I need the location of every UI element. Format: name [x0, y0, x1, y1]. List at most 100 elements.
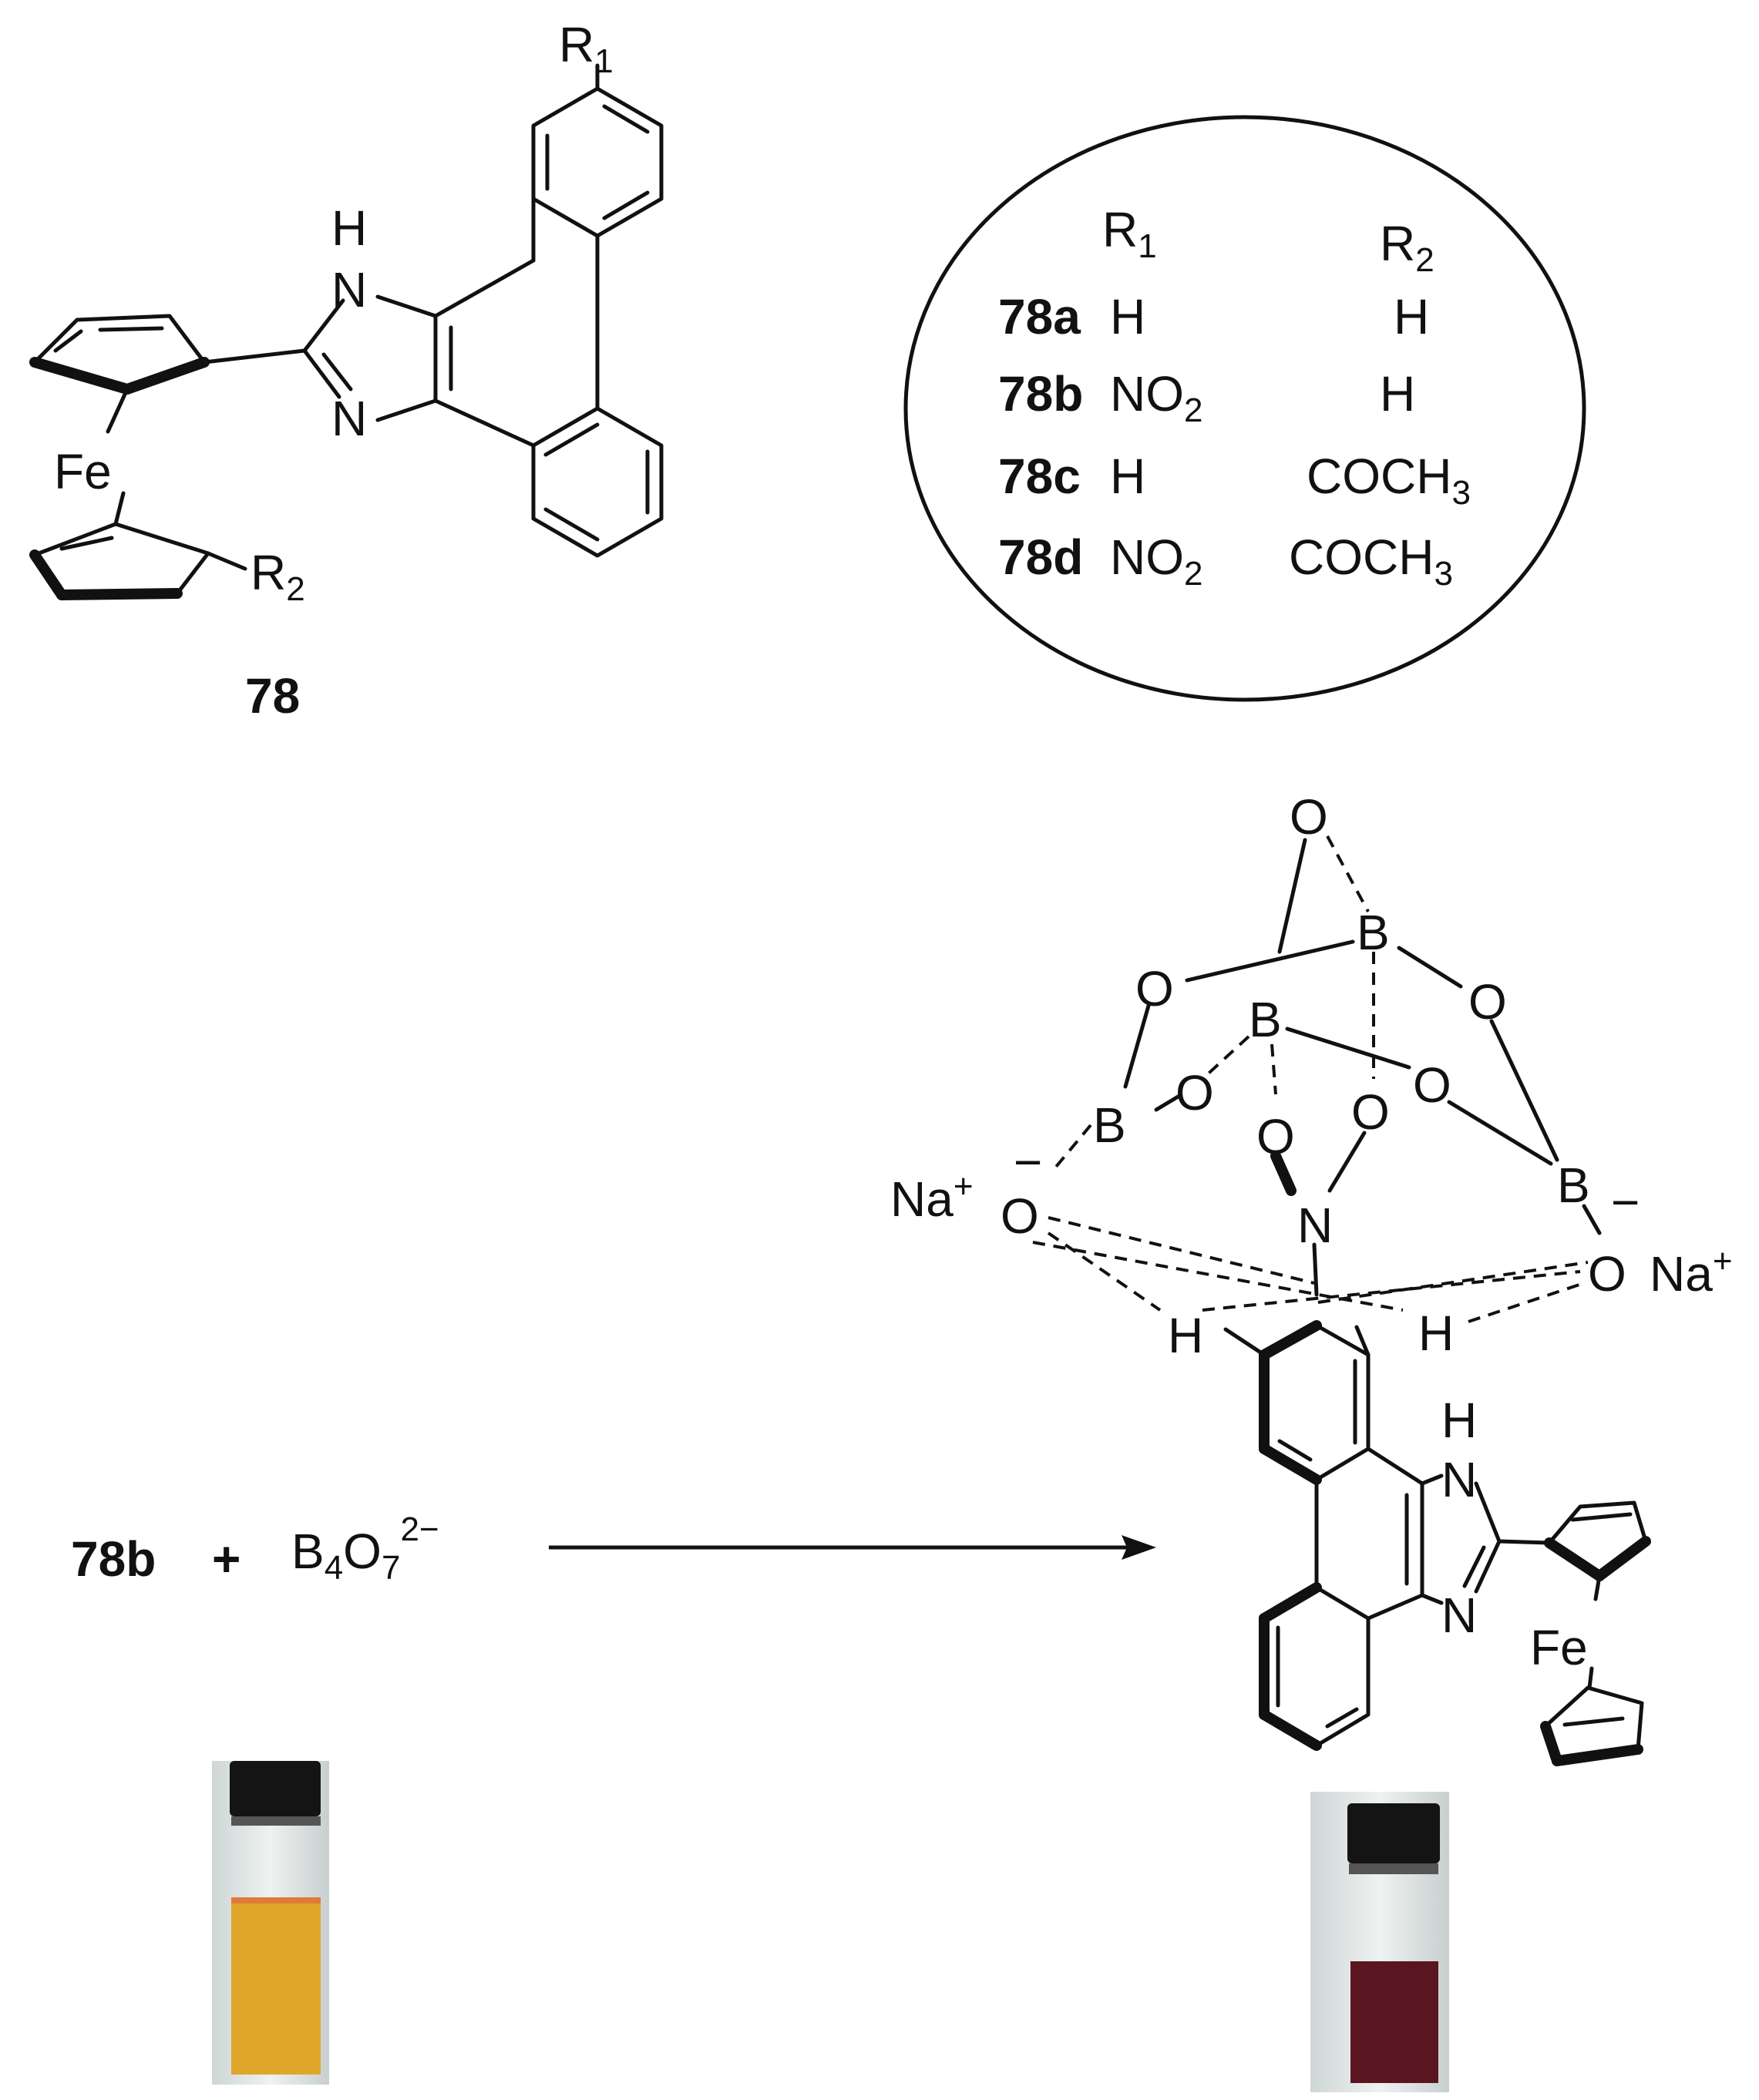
- header-r2: R2: [1380, 216, 1434, 279]
- row-78d-r1: NO2: [1110, 529, 1202, 593]
- row-78d-id: 78d: [998, 529, 1083, 585]
- nitro-o-right: O: [1351, 1084, 1390, 1140]
- reaction-arrowhead: [1122, 1535, 1156, 1560]
- product-aromatic-core: [1223, 1320, 1552, 1751]
- anion-o-left: O: [1001, 1188, 1039, 1244]
- r1-label: R1: [559, 17, 614, 80]
- borate-b-middle: B: [1249, 992, 1282, 1047]
- imidazole-ring: [202, 294, 438, 422]
- product-n-lower: N: [1441, 1588, 1477, 1643]
- row-78d-r2-main: COCH: [1289, 529, 1434, 585]
- substituent-table: R1 R2 78a H H 78b NO2 H 78c H COCH3 78d …: [903, 115, 1586, 702]
- borate-b-right: B: [1557, 1158, 1590, 1213]
- row-78c-r1: H: [1110, 449, 1145, 504]
- row-78c-r1-main: H: [1110, 449, 1145, 504]
- borate-b: B: [291, 1524, 325, 1579]
- vial-before-cap: [230, 1761, 321, 1816]
- vial-after-liquid: [1350, 1961, 1438, 2083]
- compound-78-structure: R1 H N N Fe R2 78: [29, 17, 664, 724]
- row-78b-r2: H: [1380, 366, 1415, 422]
- row-78a-r1-main: H: [1110, 289, 1145, 344]
- vial-before-liquid: [231, 1897, 321, 2075]
- row-78b-id: 78b: [998, 366, 1083, 422]
- aryl-h-right: H: [1418, 1305, 1454, 1361]
- na-left-charge: +: [953, 1168, 974, 1205]
- row-78c-r2: COCH3: [1307, 449, 1471, 512]
- ferrocene-lower-cp: [29, 491, 247, 600]
- row-78a-r1: H: [1110, 289, 1145, 344]
- header-r2-main: R: [1380, 216, 1415, 271]
- imidazole-n-upper: N: [331, 262, 367, 318]
- na-right-label: Na+: [1650, 1242, 1733, 1302]
- anion-minus-left: −: [1014, 1134, 1042, 1190]
- borate-sub-7: 7: [382, 1549, 400, 1587]
- borate-o-mid-right: O: [1413, 1057, 1451, 1113]
- borate-o-left: O: [1135, 961, 1174, 1016]
- row-78b-r2-main: H: [1380, 366, 1415, 422]
- borate-o-top: O: [1290, 789, 1328, 845]
- compound-number: 78: [245, 668, 300, 724]
- borate-charge: 2−: [400, 1510, 439, 1548]
- borate-minus-right: −: [1611, 1174, 1640, 1230]
- ferrocene-upper-cp: [29, 314, 210, 434]
- row-78a-r2-main: H: [1394, 289, 1429, 344]
- na-right-charge: +: [1713, 1242, 1733, 1280]
- borate-cage-bonds: [1051, 835, 1602, 1297]
- borate-b-upper: B: [1357, 905, 1390, 960]
- na-right-symbol: Na: [1650, 1246, 1713, 1302]
- product-nh-h: H: [1441, 1393, 1477, 1448]
- central-ring: [433, 197, 600, 448]
- na-left-label: Na+: [890, 1168, 974, 1227]
- row-78c-r2-sub: 3: [1451, 474, 1470, 512]
- row-78b-r1-main: NO: [1110, 366, 1184, 422]
- r2-label: R2: [251, 545, 305, 608]
- row-78c-id: 78c: [998, 449, 1081, 504]
- borate-formula: B4O72−: [291, 1510, 439, 1587]
- nitro-o-left: O: [1256, 1109, 1295, 1164]
- fe-label: Fe: [54, 444, 112, 499]
- borate-sub-4: 4: [325, 1549, 343, 1587]
- product-fe-label: Fe: [1530, 1620, 1588, 1675]
- product-complex: O B O O B O O B O O B − N Na+ − O O Na+ …: [890, 789, 1733, 1766]
- vial-after-photo: [1310, 1792, 1449, 2092]
- reactant-label: 78b: [71, 1531, 156, 1587]
- product-ferrocene: [1540, 1500, 1651, 1766]
- aryl-h-left: H: [1168, 1308, 1203, 1363]
- header-r1-sub: 1: [1138, 227, 1156, 265]
- row-78d-r1-sub: 2: [1184, 555, 1202, 593]
- nh-h-label: H: [331, 200, 367, 256]
- row-78d-r2: COCH3: [1289, 529, 1453, 593]
- row-78d-r2-sub: 3: [1434, 555, 1452, 593]
- r1-symbol: R: [559, 17, 594, 72]
- lower-benzene-ring: [531, 406, 664, 558]
- header-r1: R1: [1102, 202, 1157, 265]
- r1-subscript: 1: [594, 42, 613, 80]
- na-left-symbol: Na: [890, 1171, 953, 1227]
- vial-after-cap: [1347, 1803, 1440, 1863]
- r2-symbol: R: [251, 545, 286, 600]
- product-n-upper: N: [1441, 1452, 1477, 1507]
- borate-o-right: O: [1468, 974, 1507, 1030]
- borate-b-left: B: [1093, 1097, 1126, 1153]
- row-78a-r2: H: [1394, 289, 1429, 344]
- header-r1-main: R: [1102, 202, 1138, 257]
- upper-benzene-ring: [531, 63, 664, 238]
- vial-before-photo: [212, 1761, 329, 2085]
- row-78d-r1-main: NO: [1110, 529, 1184, 585]
- imidazole-n-lower: N: [331, 391, 367, 446]
- table-oval: [903, 115, 1586, 702]
- nitro-n: N: [1297, 1198, 1333, 1253]
- row-78b-r1: NO2: [1110, 366, 1202, 429]
- borate-o: O: [343, 1524, 382, 1579]
- row-78a-id: 78a: [998, 289, 1081, 344]
- r2-subscript: 2: [286, 570, 304, 608]
- header-r2-sub: 2: [1415, 241, 1434, 279]
- row-78c-r2-main: COCH: [1307, 449, 1451, 504]
- reaction-equation: 78b + B4O72−: [71, 1510, 1156, 1587]
- hydrogen-bond-dashes: [1032, 1216, 1589, 1323]
- anion-o-right: O: [1588, 1246, 1626, 1302]
- plus-sign: +: [212, 1531, 240, 1587]
- borate-o-mid-left: O: [1175, 1065, 1214, 1121]
- row-78b-r1-sub: 2: [1184, 391, 1202, 429]
